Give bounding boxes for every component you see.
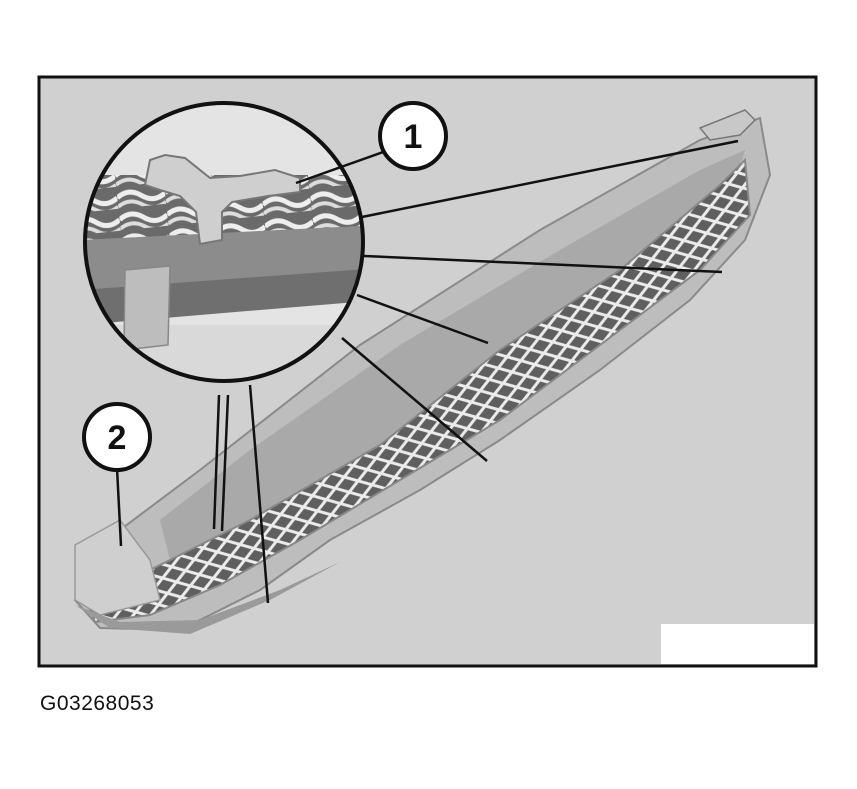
zoom-circle (83, 101, 365, 383)
grille-inner-wall (160, 150, 745, 560)
figure-id-caption: G03268053 (40, 692, 155, 715)
callout-2-label: 2 (108, 419, 127, 457)
callout-1-circle (378, 101, 448, 171)
callout-1-label: 1 (404, 118, 423, 156)
leader-lines (212, 139, 739, 604)
callout-2: 2 (82, 402, 152, 547)
panel-corner-patch (661, 624, 814, 664)
grille (73, 109, 772, 634)
callout-1: 1 (295, 101, 448, 185)
grille-mounting-tab (698, 109, 757, 141)
clip-detail (143, 153, 301, 246)
callout-2-circle (82, 402, 152, 472)
grille-bottom-lip (75, 562, 340, 634)
grille-mesh (88, 157, 752, 624)
